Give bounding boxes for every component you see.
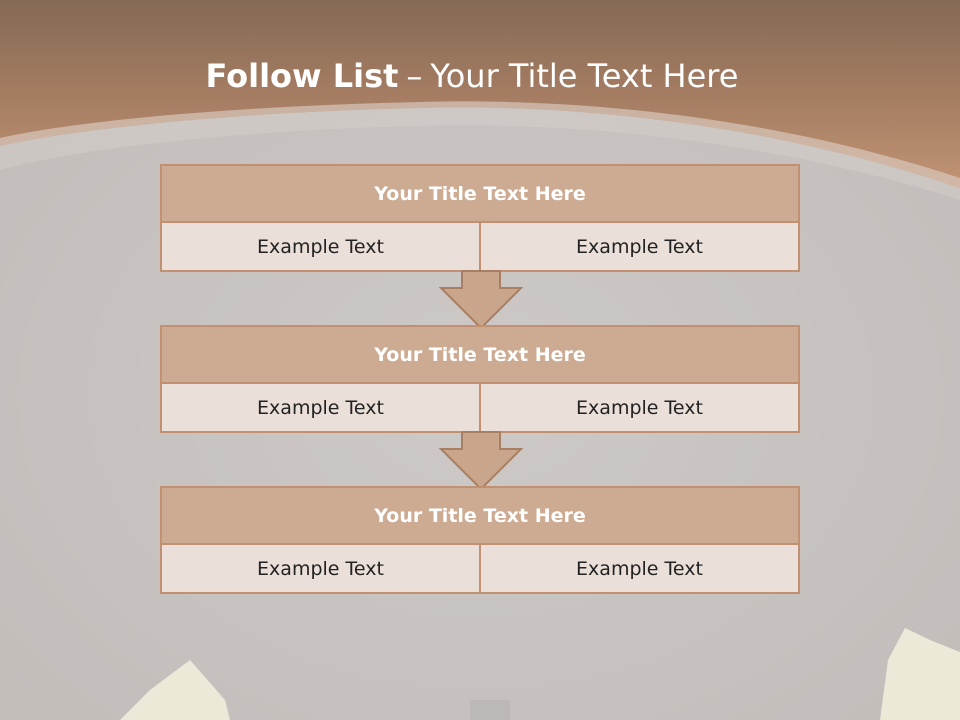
step-cell-left: Example Text — [257, 396, 384, 419]
step-cell-right: Example Text — [479, 545, 798, 592]
step-title: Your Title Text Here — [162, 166, 798, 223]
step-title: Your Title Text Here — [162, 327, 798, 384]
step-cell-left: Example Text — [257, 557, 384, 580]
down-arrow-icon — [438, 431, 524, 491]
down-arrow-icon — [438, 270, 524, 330]
step-block-2: Your Title Text Here Example Text Exampl… — [160, 325, 800, 433]
step-title: Your Title Text Here — [162, 488, 798, 545]
step-cell-right: Example Text — [479, 384, 798, 431]
slide-title: Follow List–Your Title Text Here — [0, 52, 944, 100]
title-bold: Follow List — [205, 57, 399, 95]
title-separator: – — [406, 57, 423, 95]
step-block-1: Your Title Text Here Example Text Exampl… — [160, 164, 800, 272]
step-row: Example Text Example Text — [162, 545, 798, 592]
step-block-3: Your Title Text Here Example Text Exampl… — [160, 486, 800, 594]
step-row: Example Text Example Text — [162, 384, 798, 431]
step-row: Example Text Example Text — [162, 223, 798, 270]
title-rest: Your Title Text Here — [430, 57, 739, 95]
step-cell-left: Example Text — [257, 235, 384, 258]
step-cell-right: Example Text — [479, 223, 798, 270]
